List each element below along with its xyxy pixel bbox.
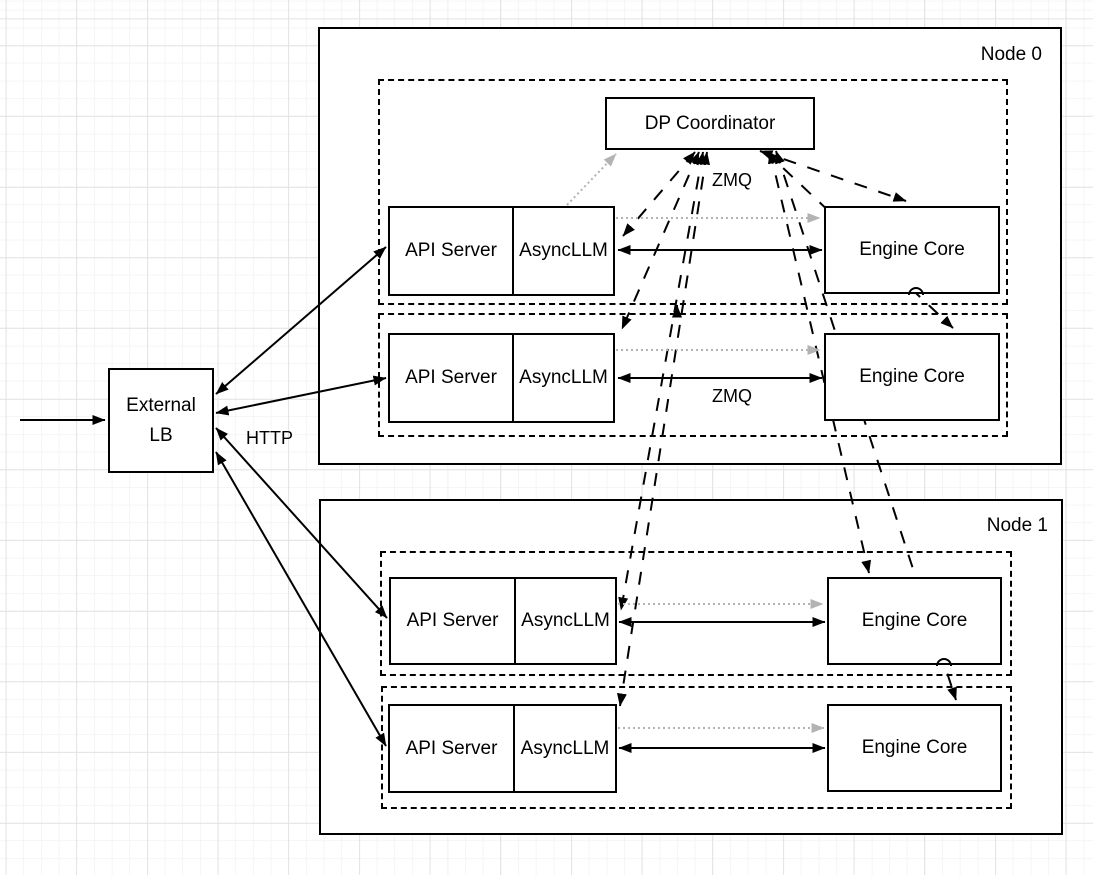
api-server-box-n1r1: API Server AsyncLLM (389, 577, 617, 665)
zmq-label-engine: ZMQ (712, 386, 752, 406)
api-server-box-n1r2: API Server AsyncLLM (388, 704, 617, 793)
engine-core-label-n1r2: Engine Core (861, 737, 968, 758)
node0-label: Node 0 (980, 44, 1042, 65)
zmq-label-coordinator: ZMQ (712, 170, 752, 190)
api-server-cell-n0r2: API Server (405, 367, 497, 388)
api-server-box-n0r2: API Server AsyncLLM (388, 333, 615, 423)
external-lb-label-line2: LB (149, 424, 173, 446)
engine-core-box-n1r2: Engine Core (827, 704, 1002, 792)
external-lb-box: External LB (108, 368, 214, 473)
engine-core-box-n0r2: Engine Core (824, 333, 1000, 421)
asyncllm-cell-n1r1: AsyncLLM (514, 579, 615, 663)
http-label: HTTP (246, 428, 293, 448)
engine-core-box-n0r1: Engine Core (824, 206, 1000, 294)
api-server-cell-n1r2: API Server (405, 737, 498, 759)
engine-core-label-n1r1: Engine Core (861, 610, 968, 631)
api-server-cell-n1r1: API Server (406, 610, 499, 631)
dp-coordinator-label: DP Coordinator (644, 112, 776, 134)
asyncllm-cell-n0r2: AsyncLLM (512, 335, 613, 421)
engine-core-label-n0r2: Engine Core (859, 366, 965, 387)
asyncllm-cell-n1r2: AsyncLLM (513, 706, 615, 791)
node1-label: Node 1 (986, 515, 1048, 536)
asyncllm-cell-n0r1: AsyncLLM (512, 208, 613, 294)
api-server-box-n0r1: API Server AsyncLLM (388, 206, 615, 296)
external-lb-label-line1: External (126, 394, 196, 416)
engine-core-box-n1r1: Engine Core (827, 577, 1002, 665)
dp-coordinator-box: DP Coordinator (605, 97, 815, 150)
api-server-cell-n0r1: API Server (405, 240, 497, 261)
engine-core-label-n0r1: Engine Core (859, 239, 965, 260)
